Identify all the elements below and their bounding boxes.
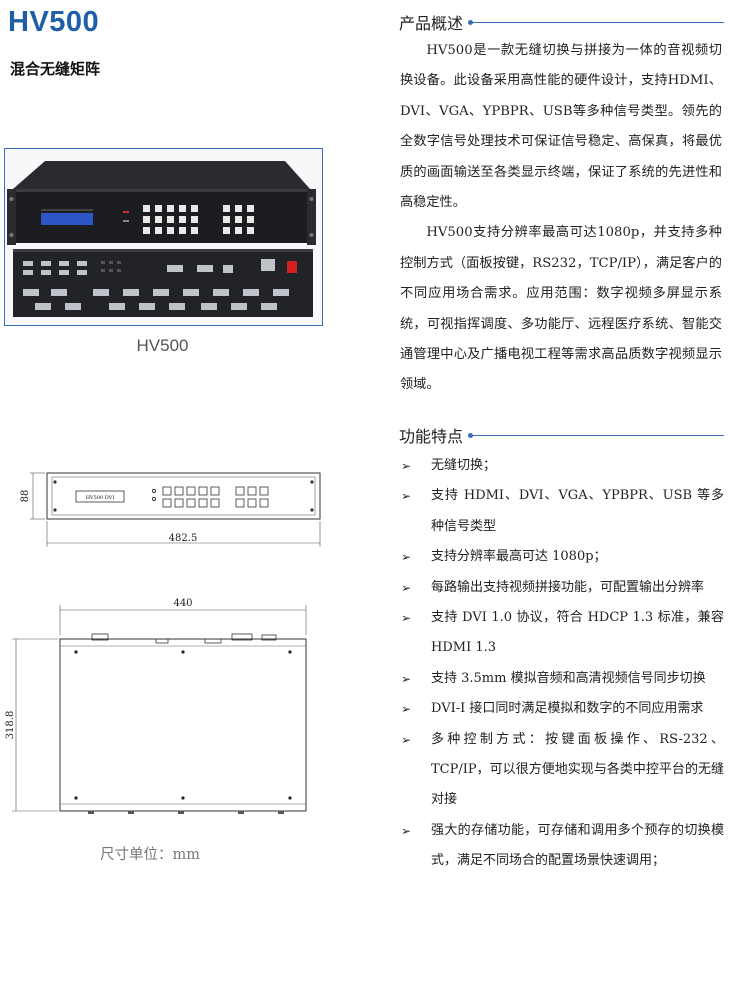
- overview-body: HV500是一款无缝切换与拼接为一体的音视频切换设备。此设备采用高性能的硬件设计…: [400, 36, 722, 401]
- overview-heading: 产品概述: [399, 10, 724, 34]
- front-view-drawing: HV500 DVI 88 482.5: [20, 472, 321, 547]
- top-depth-label: 318.8: [5, 711, 16, 740]
- product-model: HV500: [8, 6, 100, 38]
- front-width-label: 482.5: [169, 533, 198, 544]
- front-panel-label: HV500 DVI: [86, 495, 115, 501]
- photo-caption: HV500: [136, 336, 189, 355]
- bullet-arrow-icon: ➢: [401, 611, 412, 626]
- feature-item: ➢强大的存储功能，可存储和调用多个预存的切换模式，满足不同场合的配置场景快速调用…: [401, 816, 724, 877]
- dimension-unit-caption: 尺寸单位：mm: [100, 847, 200, 863]
- overview-paragraph-1: HV500是一款无缝切换与拼接为一体的音视频切换设备。此设备采用高性能的硬件设计…: [400, 43, 722, 211]
- device-illustration: [7, 161, 316, 317]
- bullet-arrow-icon: ➢: [401, 489, 412, 504]
- overview-heading-text: 产品概述: [399, 14, 464, 33]
- overview-heading-rule: [468, 19, 724, 25]
- feature-item: ➢支持 HDMI、DVI、VGA、YPBPR、USB 等多种信号类型: [401, 481, 724, 542]
- front-height-label: 88: [20, 490, 31, 503]
- bullet-arrow-icon: ➢: [401, 580, 412, 595]
- feature-item: ➢DVI-I 接口同时满足模拟和数字的不同应用需求: [401, 694, 724, 724]
- top-width-label: 440: [173, 598, 192, 609]
- overview-paragraph-2: HV500支持分辨率最高可达1080p，并支持多种控制方式（面板按键，RS232…: [400, 225, 722, 393]
- features-heading-text: 功能特点: [399, 427, 464, 446]
- top-view-drawing: 440 318.8: [5, 598, 307, 814]
- feature-item: ➢每路输出支持视频拼接功能，可配置输出分辨率: [401, 573, 724, 603]
- features-list: ➢无缝切换； ➢支持 HDMI、DVI、VGA、YPBPR、USB 等多种信号类…: [401, 451, 724, 877]
- bullet-arrow-icon: ➢: [401, 550, 412, 565]
- features-heading: 功能特点: [399, 423, 724, 447]
- bullet-arrow-icon: ➢: [401, 732, 412, 747]
- product-photo: [4, 148, 323, 326]
- bullet-arrow-icon: ➢: [401, 671, 412, 686]
- bullet-arrow-icon: ➢: [401, 823, 412, 838]
- feature-item: ➢支持分辨率最高可达 1080p；: [401, 542, 724, 572]
- features-heading-rule: [468, 432, 724, 438]
- product-subtitle: 混合无缝矩阵: [10, 60, 101, 78]
- feature-item: ➢支持 DVI 1.0 协议，符合 HDCP 1.3 标准，兼容 HDMI 1.…: [401, 603, 724, 664]
- feature-item: ➢支持 3.5mm 模拟音频和高清视频信号同步切换: [401, 664, 724, 694]
- feature-item: ➢无缝切换；: [401, 451, 724, 481]
- bullet-arrow-icon: ➢: [401, 702, 412, 717]
- bullet-arrow-icon: ➢: [401, 459, 412, 473]
- feature-item: ➢多种控制方式：按键面板操作、RS-232、TCP/IP，可以很方便地实现与各类…: [401, 725, 724, 816]
- dimension-drawings: HV500 DVI 88 482.5 440: [5, 472, 321, 814]
